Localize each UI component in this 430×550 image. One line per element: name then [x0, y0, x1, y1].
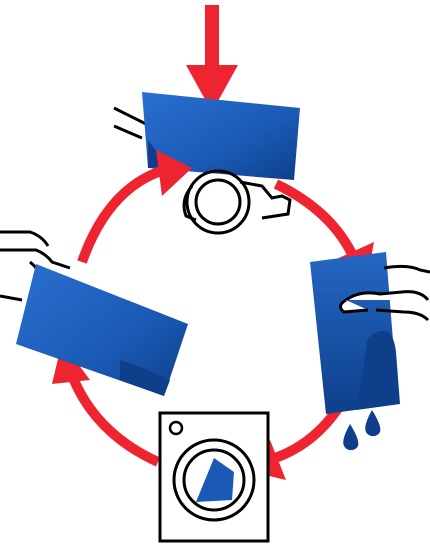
- hand-holding-cloth-icon: [0, 230, 188, 396]
- water-drop-right: [365, 410, 381, 437]
- arrowhead-top: [156, 150, 192, 196]
- down-arrow-icon: [186, 5, 238, 112]
- cycle-arrow-top-right: [273, 179, 357, 257]
- cycle-arrow-bottom-left: [65, 368, 161, 467]
- water-drop-left: [343, 424, 359, 451]
- hand-wringing-cloth-icon: [310, 252, 430, 414]
- cloth-roller-icon: [113, 92, 300, 235]
- cycle-arrow-top-left: [77, 165, 166, 264]
- dripping-water-drops-icon: [343, 410, 381, 451]
- washing-machine-icon: [158, 411, 270, 543]
